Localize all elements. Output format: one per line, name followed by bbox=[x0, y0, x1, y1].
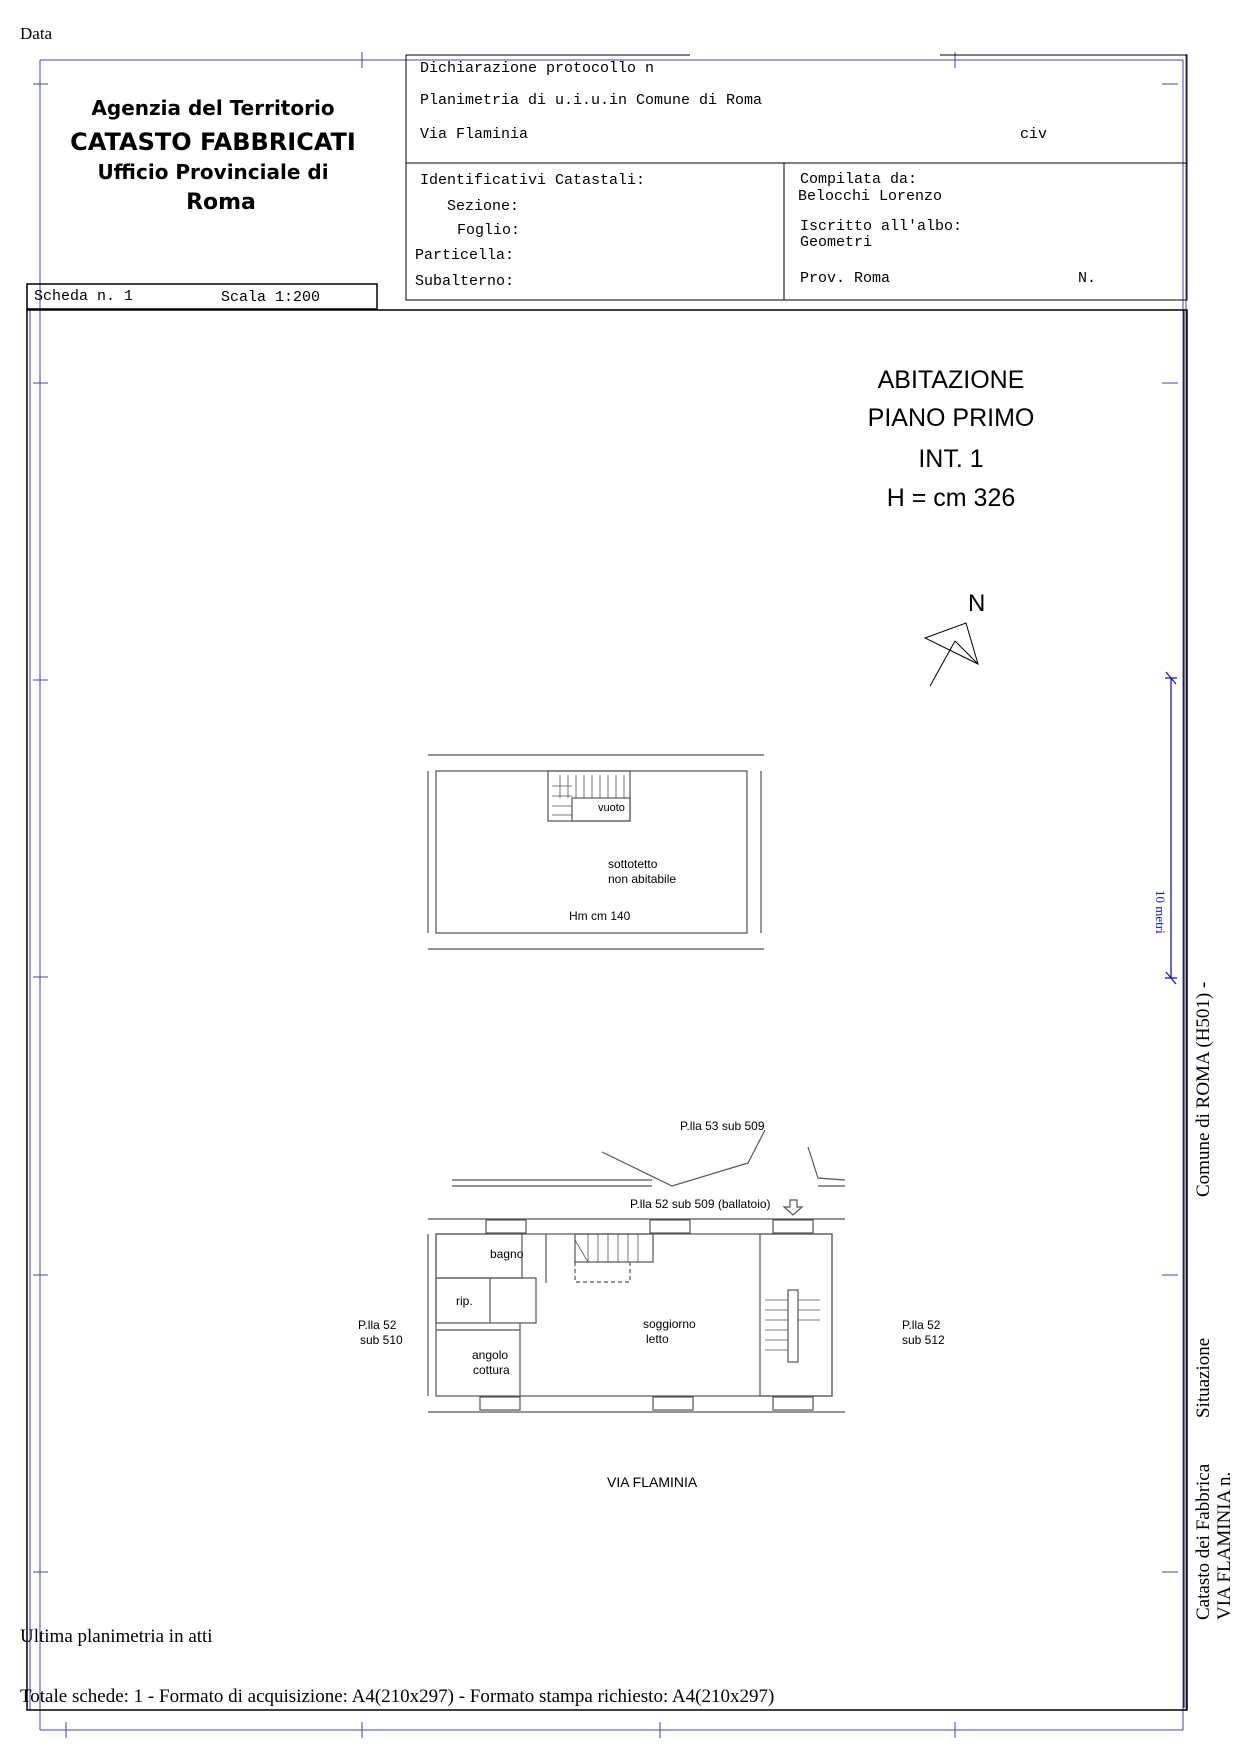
sheet-number: Scheda n. 1 bbox=[34, 288, 134, 305]
attic-height: Hm cm 140 bbox=[569, 909, 631, 923]
side-situation: Situazione bbox=[1193, 1337, 1214, 1418]
drawing-title-use: ABITAZIONE bbox=[877, 366, 1025, 394]
side-municipality: Comune di ROMA (H501) - bbox=[1193, 981, 1214, 1197]
neighbour-512-b: sub 512 bbox=[902, 1333, 945, 1347]
north-arrow bbox=[923, 622, 979, 687]
north-label: N bbox=[968, 590, 986, 617]
drawing-title-unit: INT. 1 bbox=[918, 445, 984, 473]
drawing-title-floor: PIANO PRIMO bbox=[867, 404, 1035, 432]
planimetry-label: Planimetria di u.i.u.in Comune di Roma bbox=[420, 92, 763, 109]
side-street: VIA FLAMINIA n. bbox=[1214, 1471, 1235, 1620]
room-storage: rip. bbox=[456, 1294, 473, 1308]
foglio-label: Foglio: bbox=[457, 222, 521, 239]
number-label: N. bbox=[1078, 270, 1097, 287]
room-bathroom: bagno bbox=[490, 1247, 524, 1261]
date-label: Data bbox=[20, 24, 53, 43]
scale-bar bbox=[1165, 671, 1177, 985]
office-name: Ufficio Provinciale di bbox=[97, 160, 329, 184]
civ-label: civ bbox=[1020, 126, 1048, 143]
street-name: VIA FLAMINIA bbox=[607, 1474, 698, 1490]
last-plan-note: Ultima planimetria in atti bbox=[20, 1626, 213, 1647]
room-attic: sottotetto bbox=[608, 857, 658, 871]
sezione-label: Sezione: bbox=[447, 198, 520, 215]
scale-stamp-label: 10 metri bbox=[1153, 890, 1168, 934]
agency-name: Agenzia del Territorio bbox=[91, 96, 335, 120]
province-label: Prov. Roma bbox=[800, 270, 891, 287]
neighbour-pla53: P.lla 53 sub 509 bbox=[680, 1119, 765, 1133]
room-living: soggiorno bbox=[643, 1317, 696, 1331]
register-value: Geometri bbox=[800, 234, 873, 251]
register-label: Iscritto all'albo: bbox=[800, 218, 963, 235]
attic-plan bbox=[427, 754, 764, 950]
apartment-plan bbox=[427, 1129, 846, 1413]
sheet-totals: Totale schede: 1 - Formato di acquisizio… bbox=[20, 1686, 775, 1707]
neighbour-512-a: P.lla 52 bbox=[902, 1318, 941, 1332]
cadastre-name: CATASTO FABBRICATI bbox=[70, 128, 356, 156]
drawing-title-height: H = cm 326 bbox=[886, 484, 1016, 512]
room-attic-note: non abitabile bbox=[608, 872, 677, 886]
room-kitchen-note: cottura bbox=[473, 1363, 510, 1377]
particella-label: Particella: bbox=[415, 247, 515, 264]
header-boxes bbox=[26, 54, 1188, 1711]
side-cadastre: Catasto dei Fabbrica bbox=[1193, 1463, 1214, 1620]
drawing-scale: Scala 1:200 bbox=[221, 289, 321, 306]
identifiers-title: Identificativi Catastali: bbox=[420, 172, 646, 189]
office-city: Roma bbox=[186, 190, 256, 215]
declaration-label: Dichiarazione protocollo n bbox=[420, 60, 655, 77]
room-kitchen: angolo bbox=[472, 1348, 509, 1362]
compiled-label: Compilata da: bbox=[800, 171, 918, 188]
neighbour-510-a: P.lla 52 bbox=[358, 1318, 397, 1332]
street-label: Via Flaminia bbox=[420, 126, 529, 143]
subalterno-label: Subalterno: bbox=[415, 273, 515, 290]
neighbour-510-b: sub 510 bbox=[360, 1333, 403, 1347]
room-living-bed: letto bbox=[646, 1332, 669, 1346]
compiled-name: Belocchi Lorenzo bbox=[798, 188, 943, 205]
landing-label: P.lla 52 sub 509 (ballatoio) bbox=[630, 1197, 771, 1211]
room-void: vuoto bbox=[598, 802, 625, 814]
